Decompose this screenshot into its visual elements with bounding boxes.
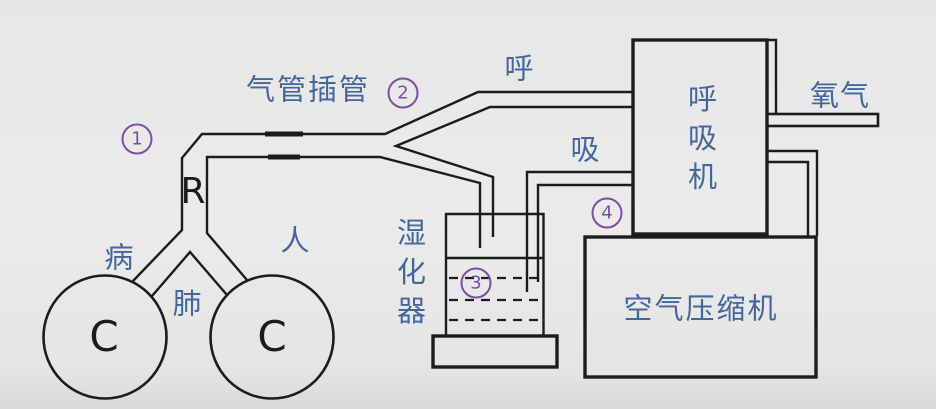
inhale-label: 吸 [570, 132, 602, 167]
oxygen-tube [765, 112, 880, 128]
lung-char-label: 肺 [172, 286, 204, 321]
right-lung-circle [209, 274, 335, 400]
left-lung-circle [42, 274, 168, 400]
ventilator-label: 呼吸机 [683, 83, 718, 201]
air-compressor-box [583, 235, 818, 379]
inhale-tube-inner-line [536, 183, 633, 282]
person-char-label: 人 [280, 223, 312, 258]
humidifier-container [444, 212, 545, 336]
air-compressor-label: 空气压缩机 [623, 291, 779, 326]
patient-wye-inner-line [151, 250, 228, 297]
badge-1: 1 [121, 123, 153, 155]
badge-2: 2 [387, 77, 419, 109]
badge-4: 4 [591, 197, 623, 229]
patient-char-label: 病 [104, 240, 136, 275]
humidifier-label: 湿化器 [392, 217, 427, 335]
humidifier-base [431, 334, 559, 369]
machine-wye-inner-line [392, 105, 633, 237]
tracheal-tube-label: 气管插管 [245, 72, 371, 107]
badge-3: 3 [460, 267, 492, 299]
right-lung-compliance-label: C [257, 312, 287, 361]
circuit-inner-line [205, 155, 482, 281]
circuit-outer-line [132, 90, 633, 282]
air-tube-inner-line [767, 160, 810, 236]
exhale-label: 呼 [504, 51, 536, 86]
left-lung-compliance-label: C [89, 312, 119, 361]
air-tube-outer-line [767, 149, 819, 236]
airway-resistance-label: R [180, 171, 206, 212]
inhale-tube-outer-line [525, 170, 633, 292]
oxygen-label: 氧气 [809, 78, 871, 113]
ventilator-top-edge-extension [633, 38, 778, 114]
